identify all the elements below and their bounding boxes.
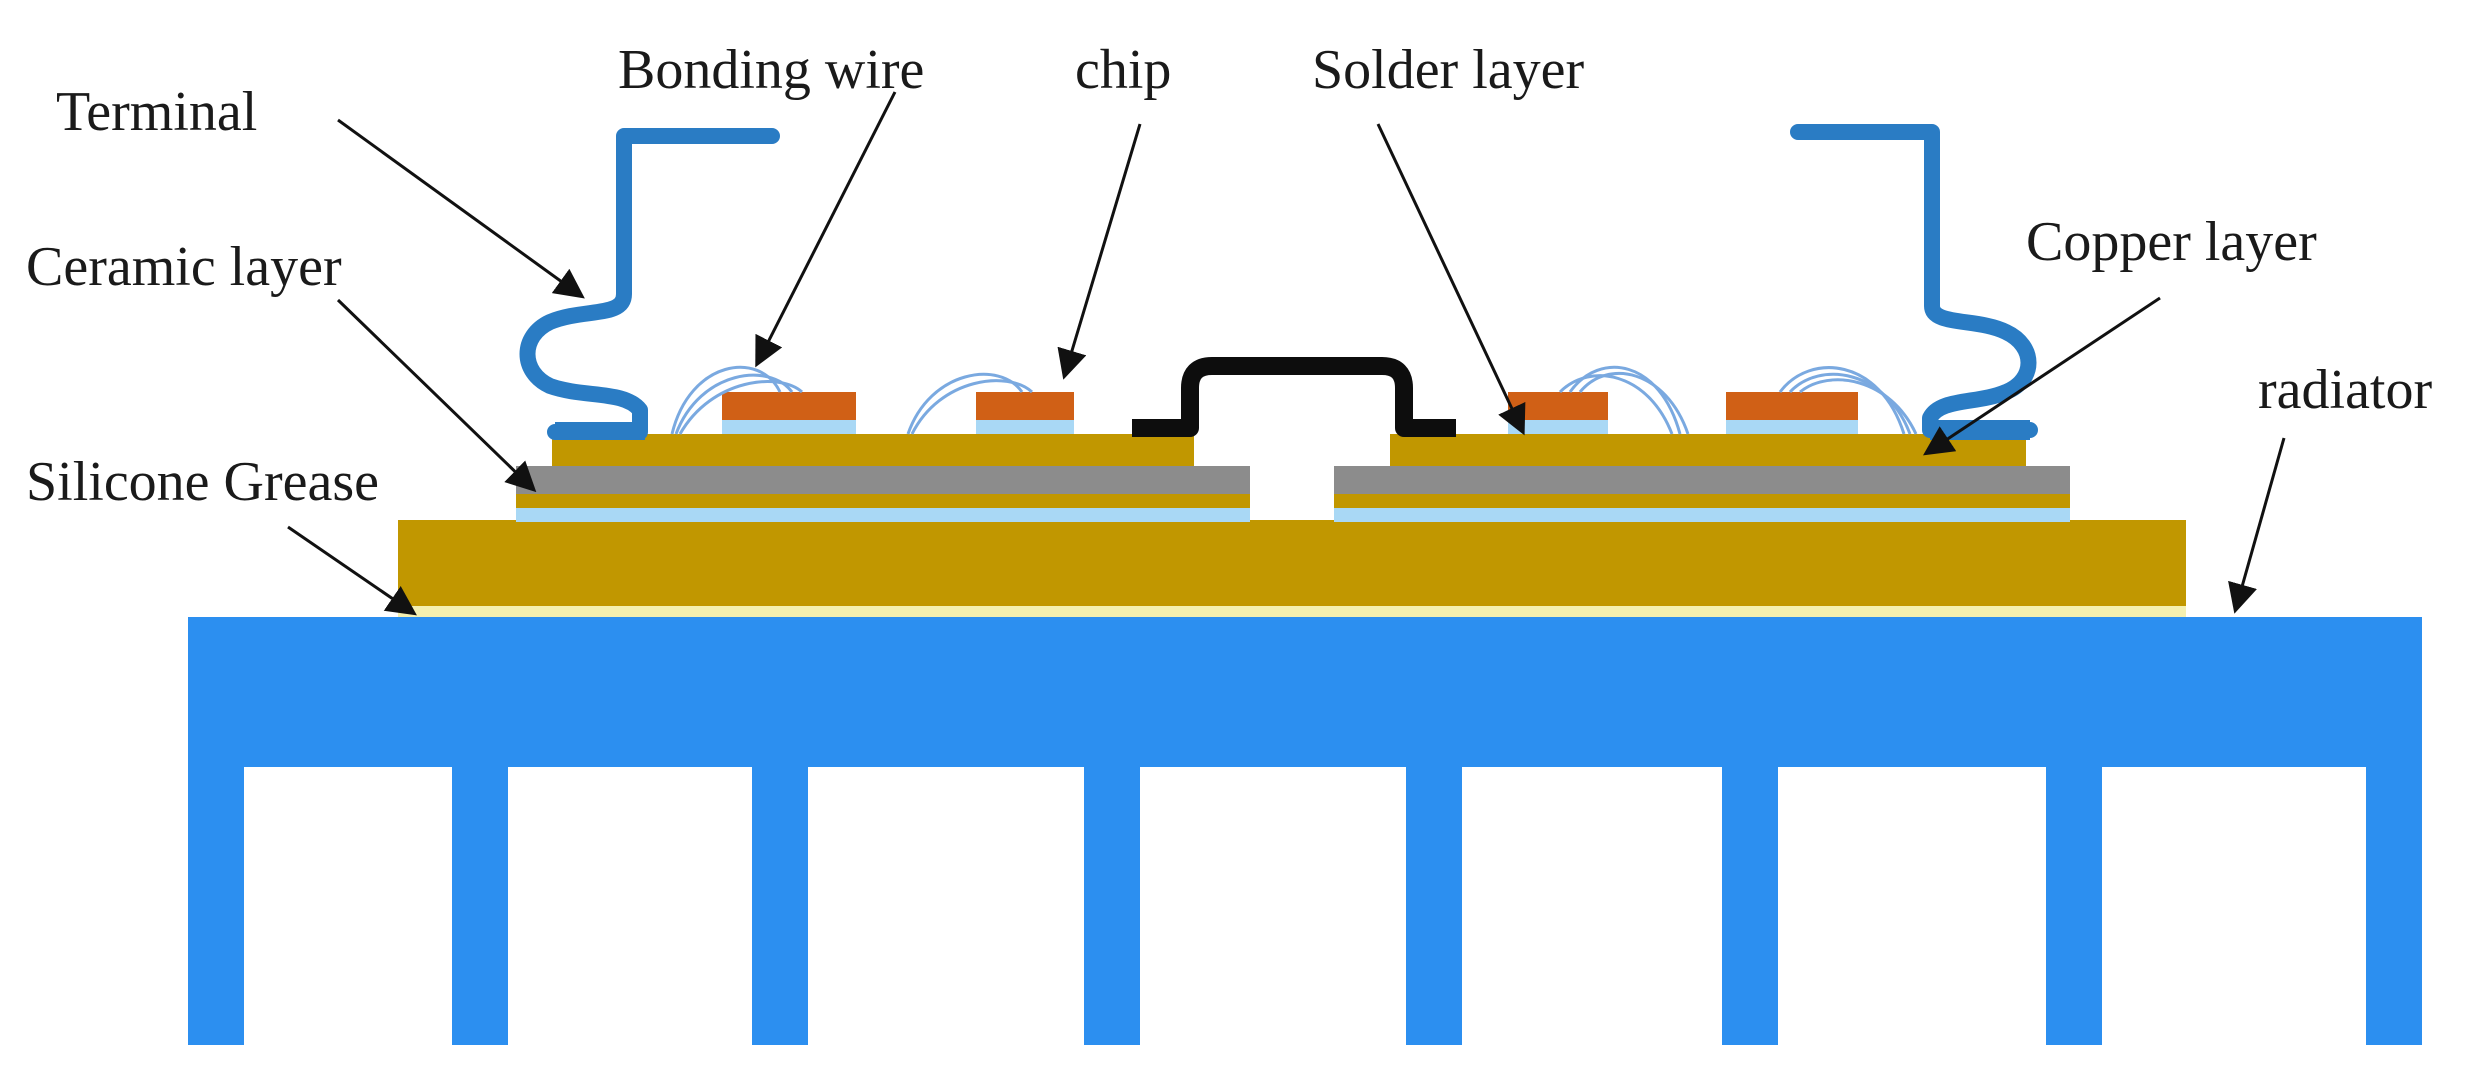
ceramic-layer-arrow bbox=[336, 298, 537, 493]
copper-layer bbox=[516, 494, 1250, 508]
copper-layer bbox=[1390, 434, 2026, 466]
ceramic-layer bbox=[516, 466, 1250, 494]
copper-layer-label: Copper layer bbox=[2026, 211, 2317, 273]
chip-arrow bbox=[1057, 123, 1142, 380]
bonding-wire bbox=[1578, 371, 1690, 435]
terminal-foot bbox=[555, 422, 645, 440]
chip bbox=[722, 392, 856, 420]
bonding-wire bbox=[670, 365, 782, 435]
chip-label: chip bbox=[1075, 39, 1171, 101]
chip-solder bbox=[1726, 420, 1858, 434]
chip bbox=[976, 392, 1074, 420]
copper-layer bbox=[1334, 494, 2070, 508]
chip bbox=[1508, 392, 1608, 420]
chips bbox=[722, 392, 1858, 434]
radiator-fin bbox=[1406, 767, 1462, 1045]
solder-layer bbox=[1334, 508, 2070, 522]
radiator-fin bbox=[1084, 767, 1140, 1045]
radiator-fin bbox=[188, 767, 244, 1045]
ceramic-layer bbox=[1334, 466, 2070, 494]
chip-solder bbox=[722, 420, 856, 434]
terminal-arrow bbox=[337, 118, 585, 299]
silicone-grease-layer bbox=[398, 605, 2186, 617]
radiator-label: radiator bbox=[2258, 359, 2432, 421]
solder-layer-label: Solder layer bbox=[1312, 39, 1584, 101]
bonding-wires bbox=[670, 365, 1918, 435]
bonding-wire-label: Bonding wire bbox=[618, 39, 924, 101]
radiator-arrow bbox=[2228, 437, 2286, 614]
radiator-fin bbox=[1722, 767, 1778, 1045]
ceramic-layer-label: Ceramic layer bbox=[26, 236, 342, 298]
radiator-fin bbox=[452, 767, 508, 1045]
copper-layer bbox=[552, 434, 1194, 466]
bonding-wire bbox=[910, 379, 1034, 435]
bonding-wire bbox=[1558, 374, 1674, 435]
silicone-grease-label: Silicone Grease bbox=[26, 451, 379, 513]
terminal-foot bbox=[1930, 420, 2030, 440]
solder-layer bbox=[516, 508, 1250, 522]
bonding-wire-arrow bbox=[755, 91, 897, 368]
chip bbox=[1726, 392, 1858, 420]
right-substrate bbox=[1334, 434, 2070, 522]
chip-solder bbox=[976, 420, 1074, 434]
bonding-wire bbox=[1799, 378, 1918, 435]
copper-layer-arrow bbox=[1923, 296, 2161, 456]
copper-baseplate bbox=[398, 520, 2186, 606]
radiator-fin bbox=[752, 767, 808, 1045]
bonding-wire bbox=[678, 380, 804, 435]
chip-solder bbox=[1508, 420, 1608, 434]
terminal bbox=[1790, 124, 2038, 438]
leader-arrows bbox=[287, 91, 2286, 616]
radiator-fin bbox=[2046, 767, 2102, 1045]
left-terminal bbox=[519, 128, 780, 440]
bonding-wire bbox=[1788, 372, 1912, 435]
left-substrate bbox=[516, 434, 1250, 522]
radiator-fins bbox=[188, 767, 2422, 1045]
radiator-base bbox=[188, 617, 2422, 767]
bridge-connector bbox=[1132, 357, 1456, 437]
labels: Terminal Bonding wire chip Solder layer … bbox=[26, 39, 2432, 513]
bonding-wire bbox=[1778, 366, 1906, 435]
terminal-label: Terminal bbox=[56, 81, 257, 143]
radiator bbox=[188, 617, 2422, 1045]
terminal bbox=[519, 128, 780, 440]
solder-layer-arrow bbox=[1376, 123, 1526, 436]
radiator-fin bbox=[2366, 767, 2422, 1045]
silicone-grease-arrow bbox=[287, 525, 417, 616]
